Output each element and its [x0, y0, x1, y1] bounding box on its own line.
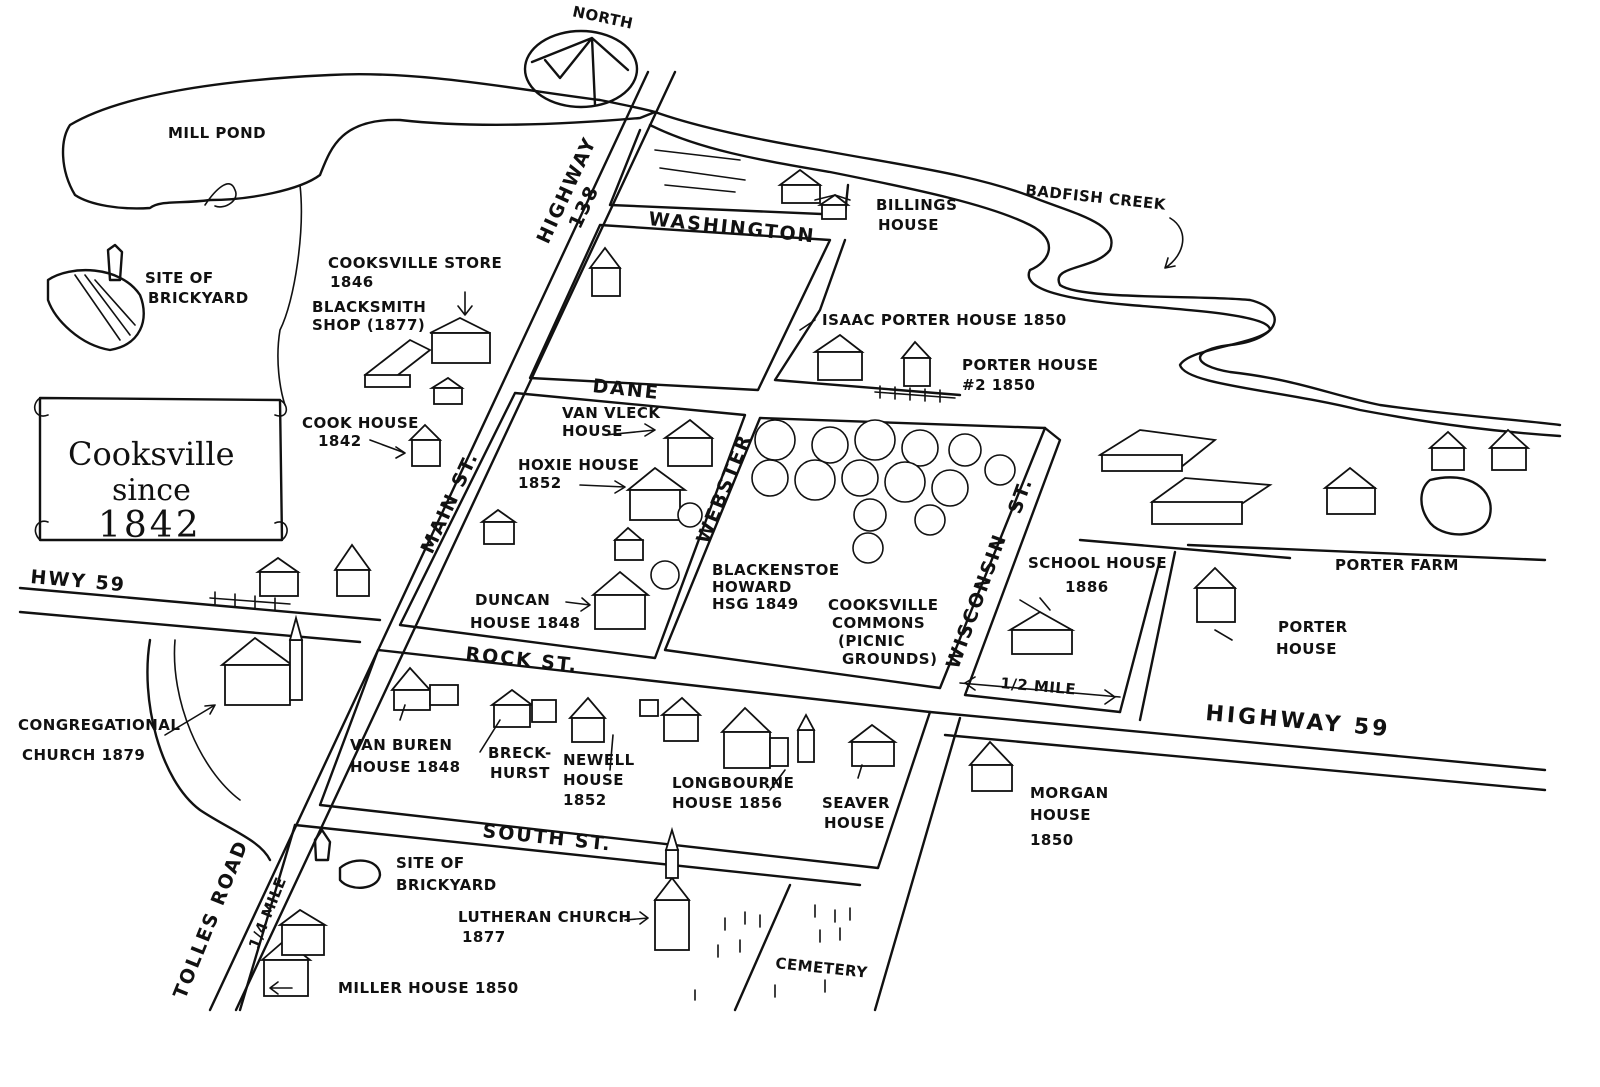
- rock-south-block: [318, 648, 932, 870]
- highway-138-road: [208, 70, 650, 1012]
- commons-label-3: (PICNIC: [838, 632, 905, 650]
- porter2-label-1: PORTER HOUSE: [962, 356, 1098, 374]
- cook-label-2: 1842: [318, 432, 362, 450]
- blackenstoe-label-3: HSG 1849: [712, 595, 799, 613]
- commons-label-4: GROUNDS): [842, 650, 937, 668]
- blacksmith-label-2: SHOP (1877): [312, 316, 425, 334]
- newell-label-2: HOUSE: [563, 771, 624, 789]
- washington-label: WASHINGTON: [647, 208, 816, 247]
- porter-house-label-2: HOUSE: [1276, 640, 1337, 658]
- title-since: since: [112, 473, 191, 508]
- hwy-59-east-label: HIGHWAY 59: [1204, 701, 1391, 742]
- morgan-label-1: MORGAN: [1030, 784, 1109, 802]
- commons-label-2: COMMONS: [832, 614, 925, 632]
- longbourne-label-2: HOUSE 1856: [672, 794, 783, 812]
- cook-label-1: COOK HOUSE: [302, 414, 419, 432]
- lutheran-label-1: LUTHERAN CHURCH: [458, 908, 632, 926]
- house-icon: [219, 168, 1531, 997]
- store-label-2: 1846: [330, 273, 374, 291]
- morgan-label-3: 1850: [1030, 831, 1074, 849]
- rock-st-label: ROCK ST.: [464, 643, 579, 677]
- breckhurst-label-2: HURST: [490, 764, 550, 782]
- duncan-label-1: DUNCAN: [475, 591, 550, 609]
- blackenstoe-label-1: BLACKENSTOE: [712, 561, 840, 579]
- congregational-label-1: CONGREGATIONAL: [18, 716, 180, 734]
- south-st-label: SOUTH ST.: [481, 820, 612, 855]
- dane-block: [398, 391, 747, 660]
- badfish-creek: [653, 110, 1562, 427]
- hoxie-label-2: 1852: [518, 474, 562, 492]
- commons-label-1: COOKSVILLE: [828, 596, 939, 614]
- vanvleck-label-2: HOUSE: [562, 422, 623, 440]
- morgan-label-2: HOUSE: [1030, 806, 1091, 824]
- mill-pond-label: MILL POND: [168, 124, 266, 142]
- porter2-label-2: #2 1850: [962, 376, 1035, 394]
- duncan-label-2: HOUSE 1848: [470, 614, 581, 632]
- porter-farm-label: PORTER FARM: [1335, 556, 1459, 574]
- title-name: Cooksville: [68, 435, 235, 473]
- billings-label-1: BILLINGS: [876, 196, 957, 214]
- vanburen-label-2: HOUSE 1848: [350, 758, 461, 776]
- commons-trees: [650, 419, 1016, 590]
- hwy-59-east-road: [928, 710, 1547, 772]
- hwy-59-west-road: [18, 586, 382, 622]
- vanvleck-label-1: VAN VLECK: [562, 404, 661, 422]
- brickyard-north-label-2: BRICKYARD: [148, 289, 249, 307]
- school-label-2: 1886: [1065, 578, 1109, 596]
- seaver-label-1: SEAVER: [822, 794, 890, 812]
- breckhurst-label-1: BRECK-: [488, 744, 552, 762]
- cemetery-stones: [694, 904, 851, 1001]
- longbourne-label-1: LONGBOURNE: [672, 774, 794, 792]
- miller-label: MILLER HOUSE 1850: [338, 979, 519, 997]
- vanburen-label-1: VAN BUREN: [350, 736, 452, 754]
- seaver-label-2: HOUSE: [824, 814, 885, 832]
- newell-label-3: 1852: [563, 791, 607, 809]
- brickyard-south-label-2: BRICKYARD: [396, 876, 497, 894]
- brickyard-south-label-1: SITE OF: [396, 854, 465, 872]
- mill-pond: [61, 73, 657, 210]
- commons-block: [663, 416, 1047, 690]
- badfish-creek-label: BADFISH CREEK: [1025, 181, 1168, 214]
- newell-label-1: NEWELL: [563, 751, 635, 769]
- tolles-road-label: TOLLES ROAD: [169, 837, 253, 1002]
- pointer-arrows: [164, 194, 1233, 995]
- store-label-1: COOKSVILLE STORE: [328, 254, 502, 272]
- congregational-label-2: CHURCH 1879: [22, 746, 145, 764]
- dane-label: DANE: [591, 375, 660, 404]
- porter-house-label-1: PORTER: [1278, 618, 1348, 636]
- blackenstoe-label-2: HOWARD: [712, 578, 792, 596]
- half-mile-label: 1/2 MILE: [1000, 674, 1077, 699]
- cemetery-label: CEMETERY: [775, 954, 870, 982]
- school-label-1: SCHOOL HOUSE: [1028, 554, 1167, 572]
- washington-block: [528, 223, 832, 392]
- tolles-road: [146, 638, 272, 862]
- billings-label-2: HOUSE: [878, 216, 939, 234]
- brickyard-north-label-1: SITE OF: [145, 269, 214, 287]
- hoxie-label-1: HOXIE HOUSE: [518, 456, 639, 474]
- lutheran-label-2: 1877: [462, 928, 506, 946]
- title-sign: Cooksville since 1842: [33, 396, 288, 546]
- compass-label: NORTH: [571, 2, 635, 32]
- blacksmith-label-1: BLACKSMITH: [312, 298, 426, 316]
- hwy-59-west-label: HWY 59: [30, 566, 127, 596]
- title-year: 1842: [98, 505, 202, 546]
- isaac-porter-label: ISAAC PORTER HOUSE 1850: [822, 311, 1067, 329]
